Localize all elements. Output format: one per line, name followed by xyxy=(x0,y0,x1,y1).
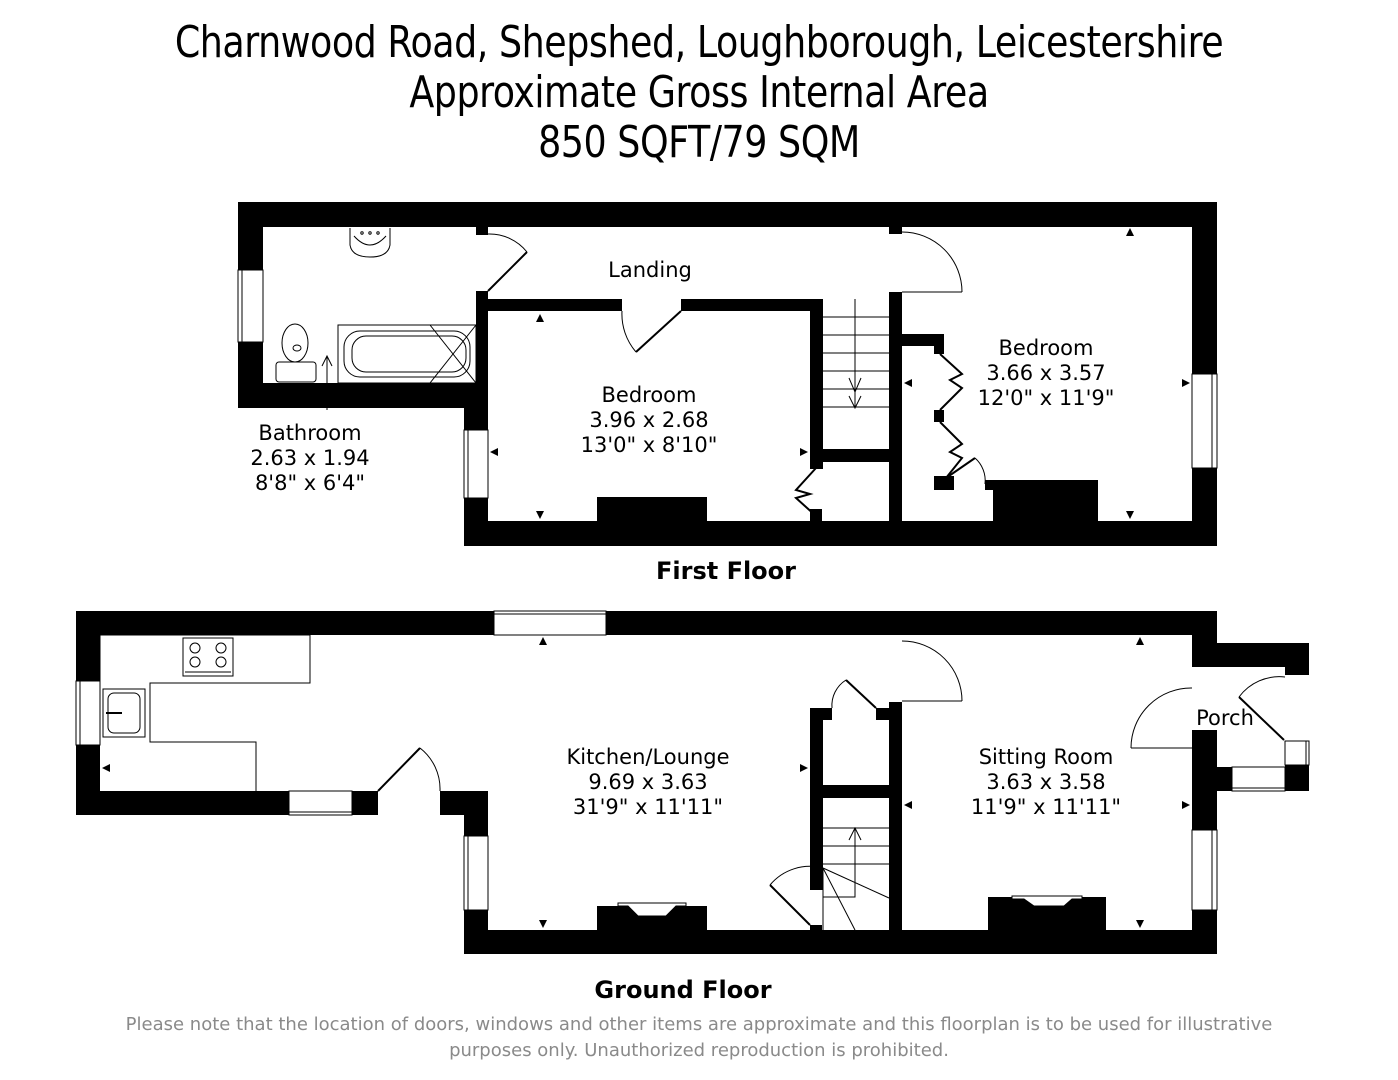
disclaimer-line-2: purposes only. Unauthorized reproduction… xyxy=(449,1040,949,1061)
first-floor-walls xyxy=(238,202,1217,546)
room-metric: 9.69 x 3.63 xyxy=(588,770,708,794)
room-imperial: 13'0" x 8'10" xyxy=(580,433,718,457)
bath-icon xyxy=(337,324,477,384)
kitchen-units xyxy=(99,634,311,791)
room-name: Bathroom xyxy=(258,421,362,445)
title-block: Charnwood Road, Shepshed, Loughborough, … xyxy=(0,18,1398,168)
room-name: Bedroom xyxy=(998,336,1094,360)
floor-label-ground: Ground Floor xyxy=(594,976,772,1004)
toilet-icon xyxy=(275,323,317,383)
room-label-porch: Porch xyxy=(1196,706,1254,731)
room-imperial: 12'0" x 11'9" xyxy=(977,386,1115,410)
area-value: 850 SQFT/79 SQM xyxy=(538,117,860,168)
room-imperial: 8'8" x 6'4" xyxy=(254,471,366,495)
room-label-bedroom-2: Bedroom 3.66 x 3.57 12'0" x 11'9" xyxy=(978,336,1115,411)
ground-floor-doors xyxy=(377,640,1286,926)
dimension-arrow-icon xyxy=(490,228,1190,519)
room-label-landing: Landing xyxy=(608,258,692,283)
disclaimer-line-1: Please note that the location of doors, … xyxy=(125,1014,1273,1035)
sink-icon xyxy=(102,688,146,738)
stairs-icon xyxy=(823,299,889,410)
room-name: Bedroom xyxy=(601,383,697,407)
ground-floor-walls xyxy=(76,611,1309,954)
room-name: Landing xyxy=(608,258,692,282)
floor-label-first: First Floor xyxy=(655,557,797,585)
room-name: Sitting Room xyxy=(978,745,1114,769)
room-name: Porch xyxy=(1196,706,1254,730)
room-imperial: 31'9" x 11'11" xyxy=(572,795,724,819)
disclaimer: Please note that the location of doors, … xyxy=(0,1012,1398,1064)
room-label-kitchen-lounge: Kitchen/Lounge 9.69 x 3.63 31'9" x 11'11… xyxy=(566,745,729,820)
dimension-arrow-icon xyxy=(102,637,1190,928)
ground-floor-windows xyxy=(75,610,1310,911)
room-metric: 3.63 x 3.58 xyxy=(986,770,1106,794)
room-metric: 2.63 x 1.94 xyxy=(250,446,370,470)
hob-icon xyxy=(182,637,234,677)
area-subtitle: Approximate Gross Internal Area xyxy=(409,67,989,118)
first-floor-doors xyxy=(487,231,986,517)
room-label-sitting-room: Sitting Room 3.63 x 3.58 11'9" x 11'11" xyxy=(971,745,1121,820)
room-label-bedroom-1: Bedroom 3.96 x 2.68 13'0" x 8'10" xyxy=(581,383,718,458)
first-floor-windows xyxy=(237,269,1218,499)
room-label-bathroom: Bathroom 2.63 x 1.94 8'8" x 6'4" xyxy=(250,421,369,496)
room-imperial: 11'9" x 11'11" xyxy=(970,795,1122,819)
address-title: Charnwood Road, Shepshed, Loughborough, … xyxy=(174,17,1224,68)
bathroom-fixtures xyxy=(275,228,477,410)
room-metric: 3.66 x 3.57 xyxy=(986,361,1106,385)
fireplace-icon xyxy=(617,895,1083,917)
room-metric: 3.96 x 2.68 xyxy=(589,408,709,432)
stairs-icon xyxy=(822,826,890,931)
basin-icon xyxy=(349,228,391,258)
room-name: Kitchen/Lounge xyxy=(566,745,730,769)
